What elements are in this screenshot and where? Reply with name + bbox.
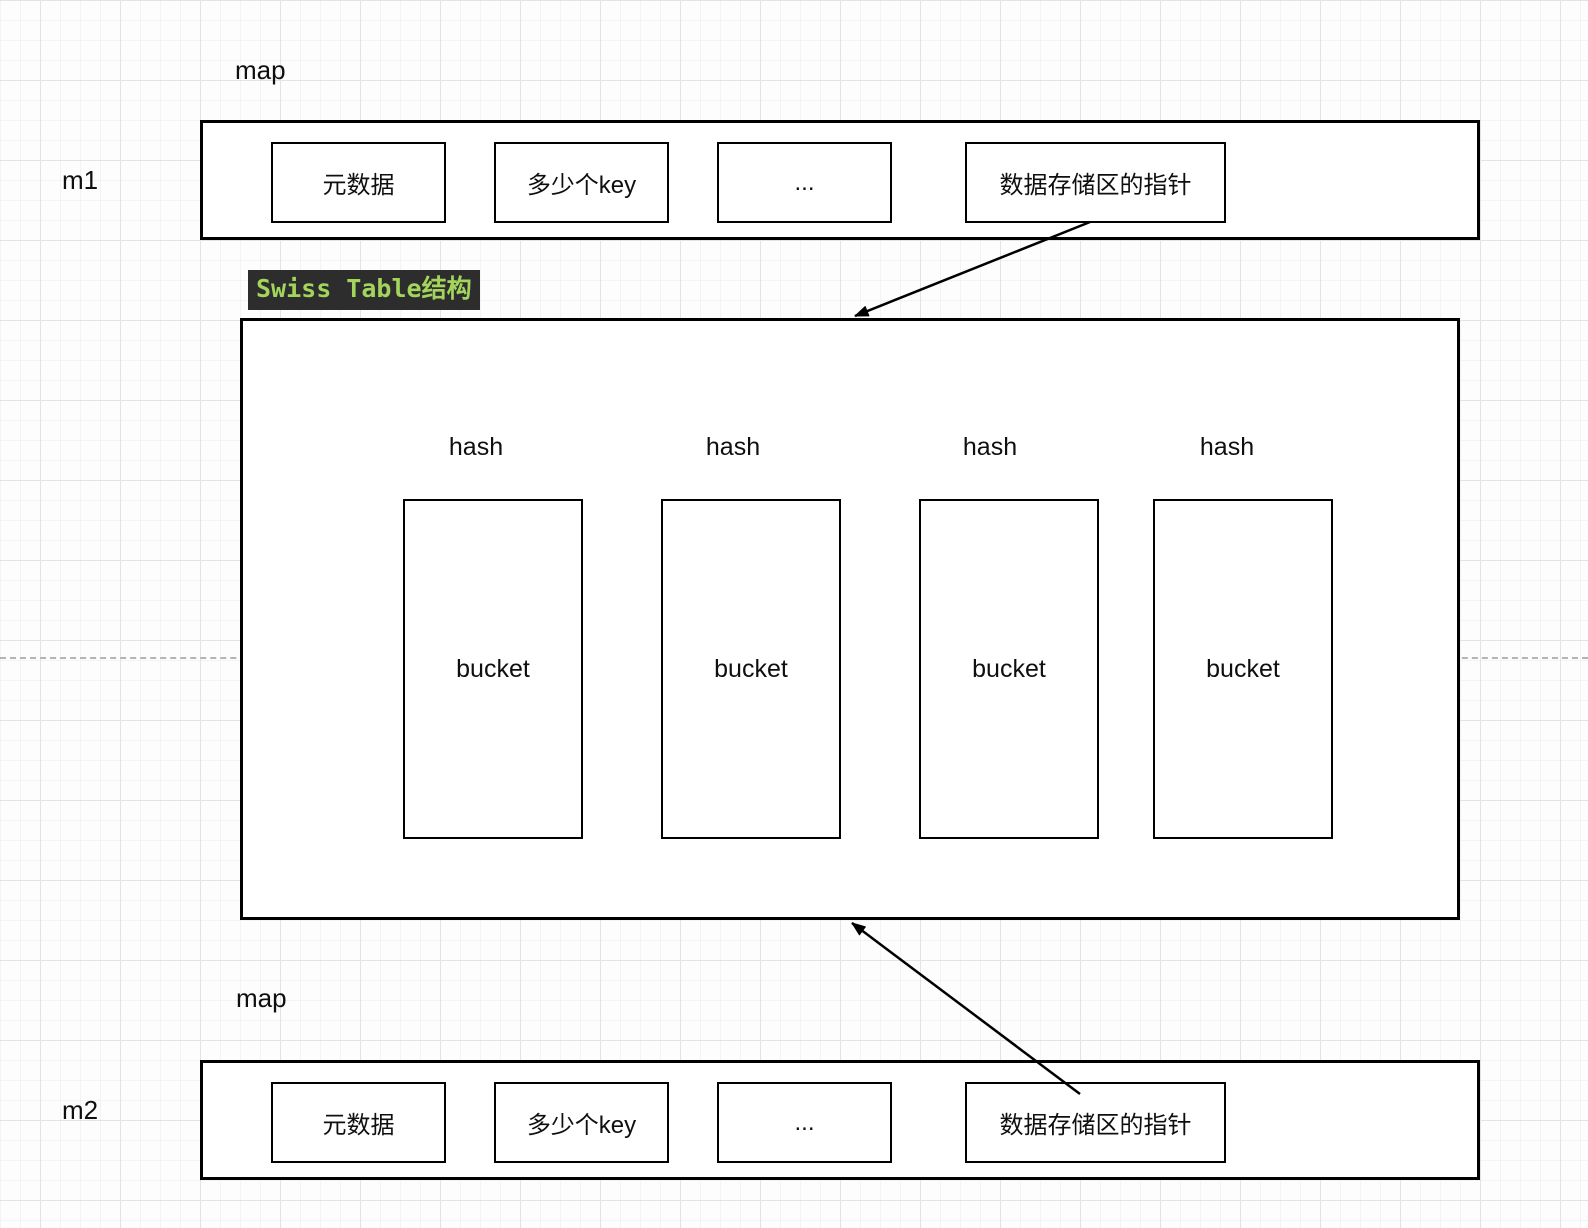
- cell-keycount-top: 多少个key: [494, 142, 669, 223]
- bucket-box-3: bucket: [919, 499, 1099, 839]
- bucket-box-2: bucket: [661, 499, 841, 839]
- bucket-box-1: bucket: [403, 499, 583, 839]
- swiss-table-title-badge: Swiss Table结构: [248, 270, 480, 310]
- hash-label-2: hash: [705, 433, 761, 461]
- map-struct-top: 元数据 多少个key ... 数据存储区的指针: [200, 120, 1480, 240]
- cell-keycount-bottom: 多少个key: [494, 1082, 669, 1163]
- cell-data-pointer-bottom: 数据存储区的指针: [965, 1082, 1226, 1163]
- cell-ellipsis-bottom: ...: [717, 1082, 892, 1163]
- map-label-bottom: map: [236, 983, 287, 1013]
- map-struct-bottom: 元数据 多少个key ... 数据存储区的指针: [200, 1060, 1480, 1180]
- hash-label-1: hash: [448, 433, 504, 461]
- swiss-table-container: hash hash hash hash bucket bucket bucket…: [240, 318, 1460, 920]
- m2-label: m2: [62, 1095, 99, 1125]
- map-label-top: map: [235, 55, 286, 85]
- m1-label: m1: [62, 165, 99, 195]
- cell-metadata-bottom: 元数据: [271, 1082, 446, 1163]
- cell-metadata-top: 元数据: [271, 142, 446, 223]
- hash-label-3: hash: [962, 433, 1018, 461]
- bucket-box-4: bucket: [1153, 499, 1333, 839]
- hash-label-4: hash: [1199, 433, 1255, 461]
- cell-data-pointer-top: 数据存储区的指针: [965, 142, 1226, 223]
- cell-ellipsis-top: ...: [717, 142, 892, 223]
